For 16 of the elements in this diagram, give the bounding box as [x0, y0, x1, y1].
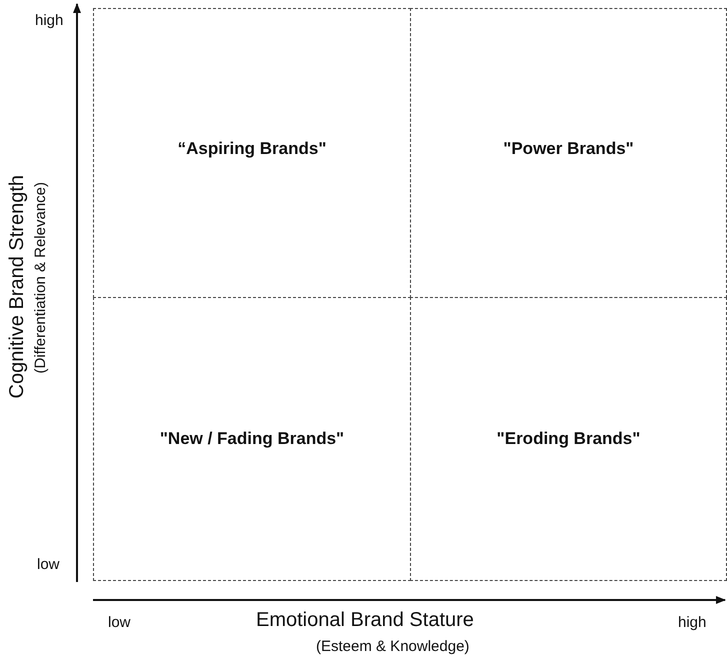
axis-title: Cognitive Brand Strength: [6, 175, 29, 398]
quadrant-cell: [410, 8, 727, 298]
axis-subtitle: (Esteem & Knowledge): [316, 638, 470, 655]
axis-subtitle: (Differentiation & Relevance): [32, 182, 49, 374]
quadrant-cell: [93, 8, 411, 298]
quadrant-title: "New / Fading Brands": [160, 429, 344, 449]
quadrant-title: "Power Brands": [503, 139, 634, 159]
quadrant-cell: [93, 297, 411, 581]
quadrant-cell: [410, 297, 727, 581]
axis-end-label: high: [678, 614, 706, 631]
axis-title: Emotional Brand Stature: [256, 609, 474, 632]
axis-end-label: low: [37, 556, 60, 573]
quadrant-title: "Eroding Brands": [496, 429, 640, 449]
axis-end-label: high: [35, 12, 64, 29]
axis-end-label: low: [108, 614, 131, 631]
quadrant-title: “Aspiring Brands": [178, 139, 326, 159]
